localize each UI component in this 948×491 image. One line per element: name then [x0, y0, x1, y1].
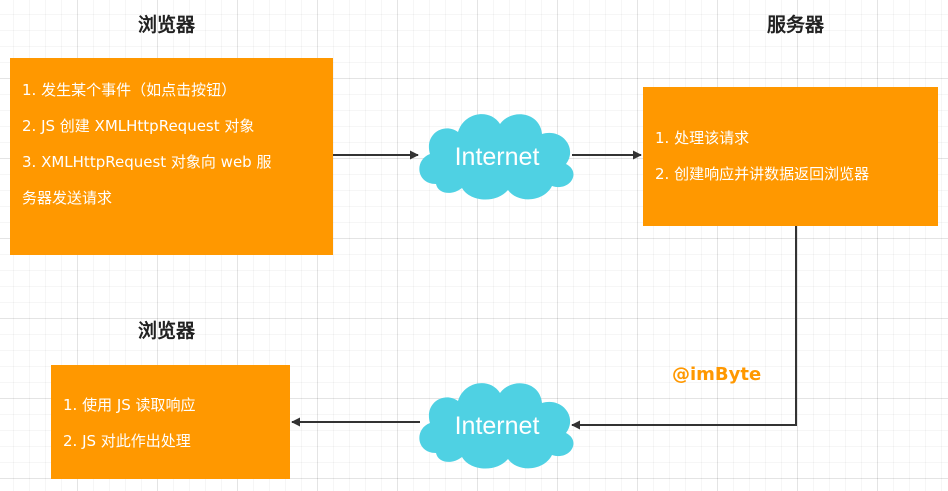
internet-label-top: Internet [454, 143, 540, 171]
server-heading: 服务器 [767, 14, 825, 36]
browser-response-box: 1. 使用 JS 读取响应 2. JS 对此作出处理 [51, 365, 290, 479]
server-step-1: 1. 处理该请求 [655, 129, 750, 147]
browser-step-1: 1. 发生某个事件（如点击按钮） [22, 81, 237, 99]
server-box: 1. 处理该请求 2. 创建响应并讲数据返回浏览器 [643, 87, 938, 226]
internet-label-bottom: Internet [454, 412, 540, 440]
arrow-icon [571, 226, 797, 430]
response-step-1: 1. 使用 JS 读取响应 [63, 396, 196, 414]
response-step-2: 2. JS 对此作出处理 [63, 432, 191, 450]
browser-step-3-cont: 务器发送请求 [22, 189, 113, 207]
watermark: @imByte [672, 364, 762, 385]
browser-step-2: 2. JS 创建 XMLHttpRequest 对象 [22, 117, 255, 135]
browser-top-heading: 浏览器 [138, 14, 196, 36]
browser-request-box: 1. 发生某个事件（如点击按钮） 2. JS 创建 XMLHttpRequest… [10, 58, 333, 255]
server-step-2: 2. 创建响应并讲数据返回浏览器 [655, 165, 870, 183]
browser-bottom-heading: 浏览器 [138, 320, 196, 342]
browser-step-3: 3. XMLHttpRequest 对象向 web 服 [22, 153, 272, 171]
